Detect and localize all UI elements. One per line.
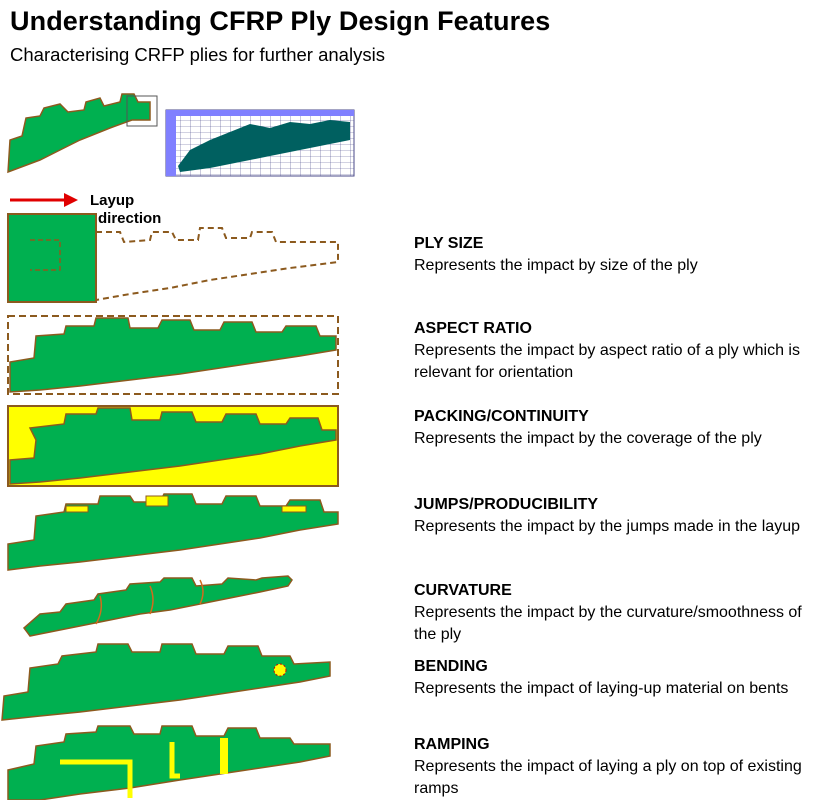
page-subtitle: Characterising CRFP plies for further an… [10,44,385,65]
feature-description: Represents the impact by the coverage of… [414,430,762,447]
feature-heading: CURVATURE [414,582,512,599]
feature-heading: BENDING [414,658,488,675]
layup-label-line2: direction [98,210,162,227]
ramping-illustration [7,725,331,800]
feature-curvature: CURVATURE Represents the impact by the c… [414,580,818,646]
feature-aspect-ratio: ASPECT RATIO Represents the impact by as… [414,318,818,384]
aspect-ratio-illustration [7,315,339,395]
jumps-producibility-illustration [7,493,339,571]
feature-description: Represents the impact by size of the ply [414,257,698,274]
page-title: Understanding CFRP Ply Design Features [10,6,551,36]
feature-description: Represents the impact of laying-up mater… [414,680,789,697]
feature-packing-continuity: PACKING/CONTINUITY Represents the impact… [414,406,818,450]
feature-heading: ASPECT RATIO [414,320,532,337]
layup-label-line1: Layup [90,192,135,209]
feature-description: Represents the impact by aspect ratio of… [414,342,800,381]
layup-direction-arrow [10,193,78,207]
feature-ply-size: PLY SIZE Represents the impact by size o… [414,233,818,277]
feature-description: Represents the impact by the jumps made … [414,518,800,535]
ply-size-illustration [7,213,339,303]
feature-heading: JUMPS/PRODUCIBILITY [414,496,599,513]
feature-heading: RAMPING [414,736,490,753]
curvature-illustration [22,575,293,637]
bending-illustration [1,643,331,721]
feature-bending: BENDING Represents the impact of laying-… [414,656,818,700]
feature-heading: PLY SIZE [414,235,484,252]
feature-description: Represents the impact of laying a ply on… [414,758,802,797]
feature-description: Represents the impact by the curvature/s… [414,604,802,643]
layup-label: Layup direction [90,192,161,228]
ply-matrix-table [165,109,355,177]
feature-jumps-producibility: JUMPS/PRODUCIBILITY Represents the impac… [414,494,818,538]
feature-ramping: RAMPING Represents the impact of laying … [414,734,818,800]
feature-heading: PACKING/CONTINUITY [414,408,589,425]
packing-continuity-illustration [7,405,339,487]
overview-ply-thumbnail [7,93,158,174]
